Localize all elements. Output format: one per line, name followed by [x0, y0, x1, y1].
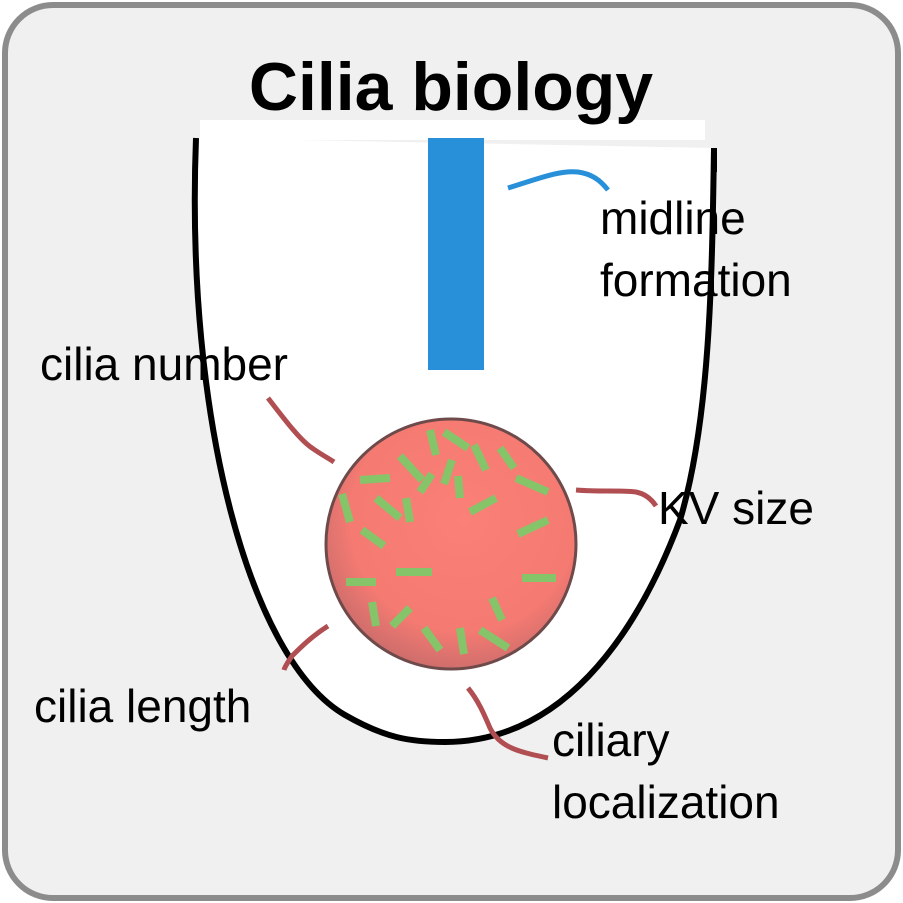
cilium [454, 475, 464, 499]
ciliary-localization-leader [466, 686, 549, 761]
leader-lines [266, 396, 659, 761]
cilium [514, 474, 550, 496]
cilium [468, 494, 498, 516]
cilia-length-label: cilia length [34, 680, 251, 732]
midline-label-line2: formation [600, 254, 792, 306]
cilium [420, 625, 444, 653]
kv-size-leader [575, 487, 659, 508]
cilium [440, 458, 456, 486]
cilium [516, 516, 550, 538]
ciliary-label-line1: ciliary [552, 714, 670, 766]
cilia-number-leader [266, 396, 336, 465]
cilium [456, 627, 468, 655]
midline-label-line1: midline [600, 192, 746, 244]
cilium [359, 526, 387, 550]
midline-bar [428, 138, 484, 370]
embryo-outline-stroke [191, 137, 717, 746]
kv-circle [324, 417, 578, 671]
kv-cilia [338, 428, 556, 655]
cilium [368, 601, 380, 627]
cilia-length-leader [281, 623, 330, 671]
cilium [441, 428, 471, 452]
cilium [373, 494, 403, 522]
cilium [496, 445, 518, 471]
cilium [426, 429, 440, 456]
midline-leader [507, 169, 610, 192]
ciliary-label-line2: localization [552, 776, 780, 828]
cilium [402, 497, 414, 523]
cilium [477, 626, 511, 652]
cilium [470, 443, 490, 472]
kv-size-label: KV size [658, 482, 814, 534]
embryo-top-gap [200, 120, 705, 140]
cilium [397, 453, 425, 483]
cilium [389, 605, 413, 629]
cilium [338, 492, 354, 524]
cilium [416, 471, 436, 495]
cilia-number-label: cilia number [40, 338, 288, 390]
title: Cilia biology [249, 49, 653, 125]
cilium [488, 596, 506, 622]
cilium [359, 474, 391, 484]
